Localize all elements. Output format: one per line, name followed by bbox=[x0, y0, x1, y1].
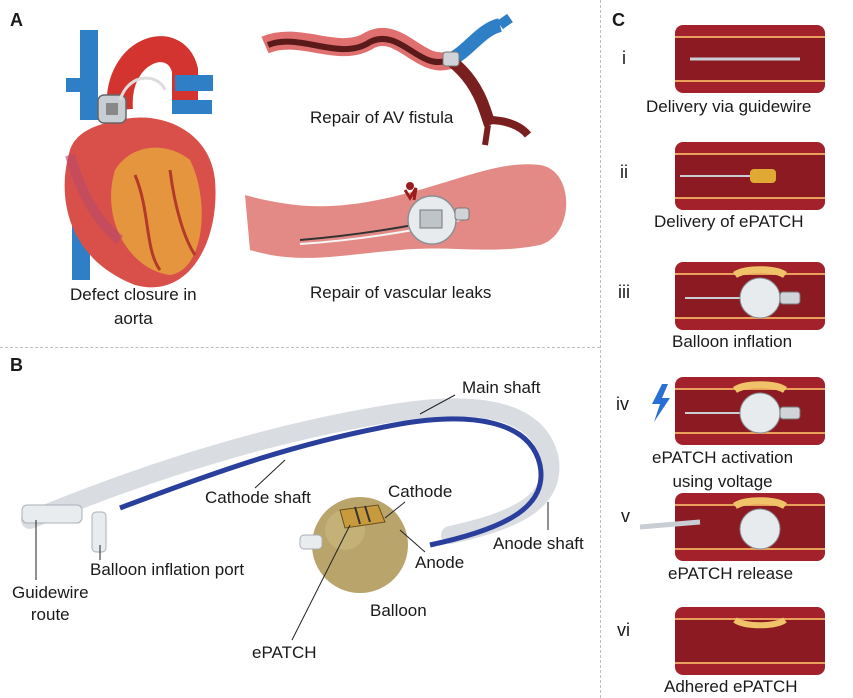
step-iv-caption: ePATCH activation using voltage bbox=[652, 448, 794, 491]
panel-b-letter: B bbox=[10, 355, 23, 375]
av-fistula-label: Repair of AV fistula bbox=[310, 108, 454, 127]
step-vi-caption: Adhered ePATCH bbox=[664, 677, 798, 696]
balloon-label: Balloon bbox=[370, 601, 427, 620]
step-ii-caption: Delivery of ePATCH bbox=[654, 212, 804, 231]
lightning-icon bbox=[652, 384, 670, 422]
cathode-label: Cathode bbox=[388, 482, 453, 501]
vascular-leaks-label: Repair of vascular leaks bbox=[310, 283, 492, 302]
step-v-numeral: v bbox=[621, 506, 630, 526]
step-vi-numeral: vi bbox=[617, 620, 630, 640]
guidewire-route-label: Guidewire route bbox=[12, 583, 89, 624]
defect-closure-label: Defect closure in aorta bbox=[70, 285, 197, 328]
step-i-numeral: i bbox=[622, 48, 626, 68]
step-i-caption: Delivery via guidewire bbox=[646, 97, 812, 116]
main-shaft-label: Main shaft bbox=[462, 378, 541, 397]
cathode-shaft-label: Cathode shaft bbox=[205, 488, 311, 507]
step-ii-numeral: ii bbox=[620, 162, 628, 182]
step-v-caption: ePATCH release bbox=[668, 564, 794, 583]
panel-a-letter: A bbox=[10, 10, 23, 30]
anode-shaft-label: Anode shaft bbox=[493, 534, 584, 553]
step-iii-caption: Balloon inflation bbox=[672, 332, 793, 351]
step-iii-numeral: iii bbox=[618, 282, 630, 302]
anode-label: Anode bbox=[415, 553, 465, 572]
balloon-inflation-port-label: Balloon inflation port bbox=[90, 560, 245, 579]
panel-divider-vertical bbox=[600, 0, 601, 698]
panel-divider-horizontal bbox=[0, 347, 600, 348]
panel-c-letter: C bbox=[612, 10, 625, 30]
step-iv-numeral: iv bbox=[616, 394, 629, 414]
epatch-label: ePATCH bbox=[252, 643, 317, 662]
